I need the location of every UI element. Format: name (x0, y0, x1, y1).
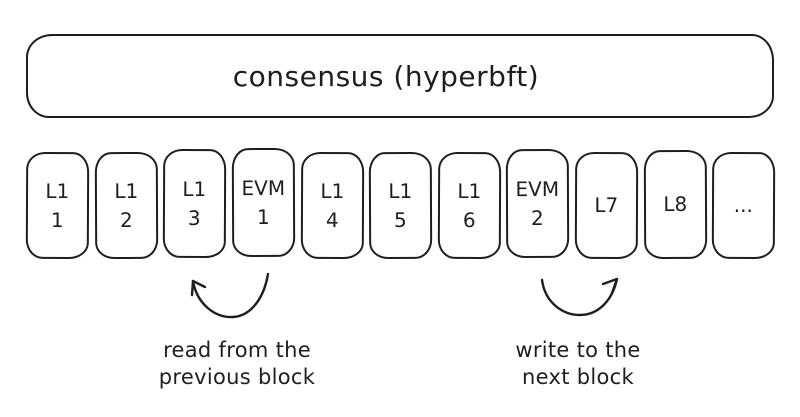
block-label-line1: L1 (457, 178, 482, 203)
write-arrow-icon (540, 277, 619, 317)
block-label-line1: EVM (241, 175, 286, 200)
read-annotation: read from the previous block (137, 337, 337, 391)
consensus-box: consensus (hyperbft) (26, 34, 774, 118)
read-annotation-line2: previous block (158, 365, 316, 389)
block-l1-2: L1 2 (94, 151, 158, 260)
block-label-line1: ... (734, 192, 754, 218)
block-label-line1: EVM (515, 176, 560, 201)
write-annotation-line1: write to the (515, 338, 641, 362)
block-l1-3: L1 3 (163, 148, 227, 259)
consensus-label: consensus (hyperbft) (232, 59, 540, 93)
block-l8: L8 (643, 149, 707, 260)
read-arrow-icon (190, 272, 270, 319)
block-label-line1: L8 (663, 191, 688, 217)
block-ellipsis: ... (712, 151, 776, 260)
blocks-row: L1 1 L1 2 L1 3 EVM 1 L1 4 L1 5 L1 6 EVM (25, 147, 776, 260)
block-label-line2: 2 (119, 207, 133, 232)
block-label-line2: 1 (256, 204, 270, 229)
block-label-line2: 4 (325, 207, 339, 232)
block-label-line1: L1 (388, 178, 413, 203)
block-label-line2: 1 (50, 207, 64, 232)
block-evm-2: EVM 2 (506, 148, 570, 259)
read-annotation-line1: read from the (163, 338, 311, 362)
block-label-line1: L1 (45, 178, 70, 203)
block-label-line2: 6 (462, 207, 476, 232)
block-label-line1: L1 (182, 176, 207, 201)
block-l1-4: L1 4 (300, 151, 364, 260)
block-l1-1: L1 1 (25, 151, 89, 260)
block-label-line1: L1 (319, 178, 344, 203)
block-label-line2: 3 (188, 205, 201, 230)
block-label-line2: 5 (394, 207, 408, 232)
block-l1-5: L1 5 (368, 151, 433, 260)
block-label-line2: 2 (531, 205, 545, 230)
write-annotation: write to the next block (478, 337, 678, 391)
block-label-line1: L1 (113, 178, 138, 203)
write-annotation-line2: next block (522, 365, 634, 389)
block-evm-1: EVM 1 (231, 147, 295, 258)
block-l1-6: L1 6 (437, 151, 501, 260)
block-l7: L7 (574, 151, 638, 260)
block-label-line1: L7 (594, 192, 619, 218)
